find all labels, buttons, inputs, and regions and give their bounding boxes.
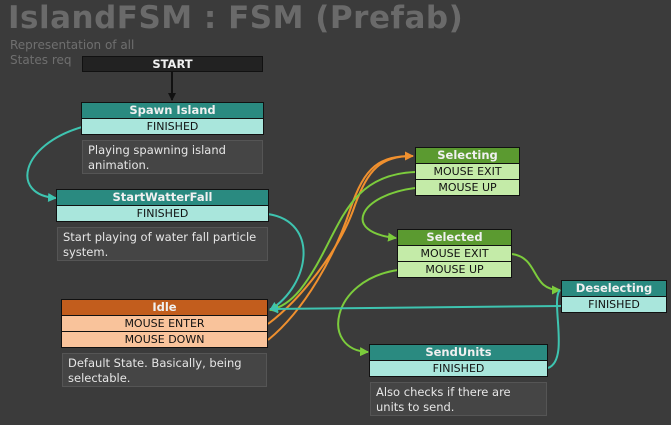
event-finished[interactable]: FINISHED bbox=[57, 206, 268, 221]
start-node[interactable]: START bbox=[82, 56, 263, 72]
event-finished[interactable]: FINISHED bbox=[82, 119, 263, 134]
state-title: Selecting bbox=[416, 148, 519, 164]
event-mouse-up[interactable]: MOUSE UP bbox=[416, 180, 519, 195]
transition-selecting-mouse-up bbox=[361, 187, 416, 242]
state-title: Spawn Island bbox=[82, 103, 263, 119]
state-title: Selected bbox=[398, 230, 511, 246]
state-selecting[interactable]: Selecting MOUSE EXIT MOUSE UP bbox=[415, 147, 520, 196]
event-mouse-enter[interactable]: MOUSE ENTER bbox=[62, 316, 267, 332]
transition-selected-mouse-up bbox=[337, 269, 399, 357]
event-mouse-up[interactable]: MOUSE UP bbox=[398, 262, 511, 277]
fsm-title: IslandFSM : FSM (Prefab) bbox=[8, 0, 464, 36]
state-title: Deselecting bbox=[562, 281, 666, 297]
state-title: StartWatterFall bbox=[57, 190, 268, 206]
event-finished[interactable]: FINISHED bbox=[370, 361, 547, 376]
transition-idle-mouse-enter bbox=[267, 151, 414, 325]
state-description: Also checks if there are units to send. bbox=[370, 382, 547, 416]
event-mouse-down[interactable]: MOUSE DOWN bbox=[62, 332, 267, 347]
transition-spawn-island-finished bbox=[26, 126, 83, 202]
state-description: Playing spawning island animation. bbox=[82, 140, 263, 174]
state-deselecting[interactable]: Deselecting FINISHED bbox=[561, 280, 667, 313]
state-title: Idle bbox=[62, 300, 267, 316]
transition-selected-mouse-exit bbox=[511, 253, 561, 295]
event-finished[interactable]: FINISHED bbox=[562, 297, 666, 312]
transition-sendunits-finished bbox=[547, 289, 561, 369]
transition-deselecting-finished bbox=[269, 304, 563, 314]
state-startwatterfall[interactable]: StartWatterFall FINISHED bbox=[56, 189, 269, 222]
state-sendunits[interactable]: SendUnits FINISHED bbox=[369, 344, 548, 377]
start-label: START bbox=[152, 57, 193, 71]
state-title: SendUnits bbox=[370, 345, 547, 361]
state-description: Default State. Basically, being selectab… bbox=[62, 353, 267, 387]
state-idle[interactable]: Idle MOUSE ENTER MOUSE DOWN bbox=[61, 299, 268, 348]
transition-selecting-mouse-exit bbox=[269, 171, 416, 313]
event-mouse-exit[interactable]: MOUSE EXIT bbox=[416, 164, 519, 180]
transition-startwatterfall-finished bbox=[267, 213, 305, 311]
state-selected[interactable]: Selected MOUSE EXIT MOUSE UP bbox=[397, 229, 512, 278]
state-description: Start playing of water fall particle sys… bbox=[57, 227, 268, 261]
event-mouse-exit[interactable]: MOUSE EXIT bbox=[398, 246, 511, 262]
fsm-description: Representation of all States req bbox=[10, 38, 135, 67]
state-spawn-island[interactable]: Spawn Island FINISHED bbox=[81, 102, 264, 135]
transition-idle-mouse-down bbox=[267, 155, 414, 341]
